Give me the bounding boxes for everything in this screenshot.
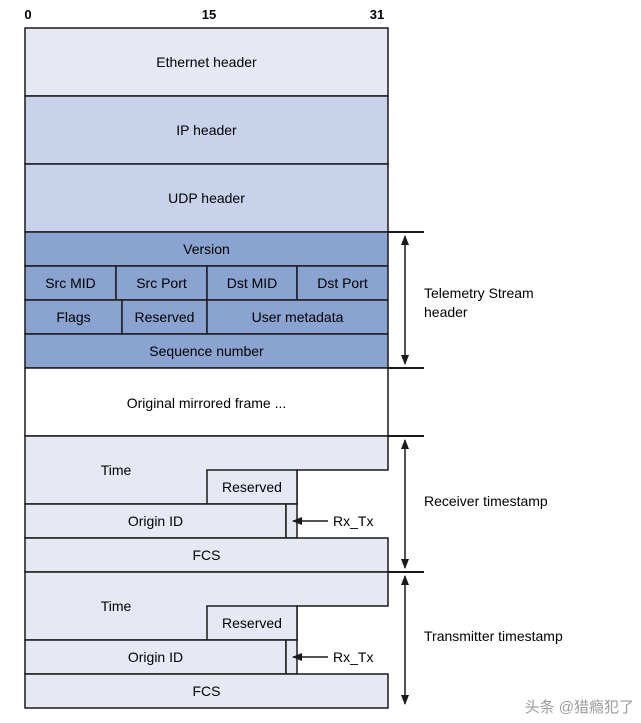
bit-label-0: 0	[24, 7, 31, 22]
transmitter-fcs-field	[24, 673, 389, 709]
dst-port-field	[296, 265, 389, 301]
dst-port-label: Dst Port	[317, 275, 368, 291]
user-metadata-field	[206, 299, 389, 335]
reserved-label: Reserved	[135, 309, 195, 325]
ethernet-header: Ethernet header	[24, 27, 389, 97]
transmitter-reserved-label: Reserved	[222, 615, 282, 631]
transmitter-reserved-field	[206, 605, 298, 641]
receiver-time-label: Time	[101, 462, 132, 478]
transmitter-timestamp-block: Time Reserved Origin ID FCS	[24, 571, 389, 709]
receiver-timestamp-annotation: Receiver timestamp	[424, 493, 548, 509]
original-mirrored-frame: Original mirrored frame ...	[24, 367, 389, 437]
ip-header-label: IP header	[176, 122, 237, 138]
transmitter-rx-tx-label: Rx_Tx	[333, 649, 373, 665]
bit-label-15: 15	[202, 7, 216, 22]
mirrored-frame-label: Original mirrored frame ...	[127, 395, 286, 411]
receiver-rx-tx-label: Rx_Tx	[333, 513, 373, 529]
transmitter-time-label: Time	[101, 598, 132, 614]
src-port-field	[115, 265, 208, 301]
src-port-label: Src Port	[136, 275, 187, 291]
ethernet-header-label: Ethernet header	[156, 54, 257, 70]
transmitter-origin-id-label: Origin ID	[128, 649, 183, 665]
transmitter-fcs-label: FCS	[193, 683, 221, 699]
telemetry-annotation-line2: header	[424, 304, 468, 320]
transmitter-timestamp-annotation: Transmitter timestamp	[424, 628, 563, 644]
udp-header-label: UDP header	[168, 190, 245, 206]
watermark-text: 头条 @猎瘾犯了	[525, 699, 634, 716]
receiver-fcs-label: FCS	[193, 547, 221, 563]
version-field	[24, 231, 389, 267]
sequence-number-field	[24, 333, 389, 369]
telemetry-header-bracket	[388, 231, 424, 369]
telemetry-annotation-line1: Telemetry Stream	[424, 285, 534, 301]
ip-header: IP header	[24, 95, 389, 165]
version-label: Version	[183, 241, 230, 257]
receiver-timestamp-bracket	[388, 435, 424, 573]
telemetry-stream-header: Version Src MID Src Port Dst MID Dst Por…	[24, 231, 389, 369]
flags-label: Flags	[56, 309, 90, 325]
receiver-timestamp-block: Time Reserved Origin ID FCS	[24, 435, 389, 573]
dst-mid-label: Dst MID	[227, 275, 278, 291]
receiver-origin-id-label: Origin ID	[128, 513, 183, 529]
receiver-fcs-field	[24, 537, 389, 573]
receiver-reserved-label: Reserved	[222, 479, 282, 495]
reserved-field	[121, 299, 208, 335]
src-mid-label: Src MID	[45, 275, 96, 291]
transmitter-timestamp-bracket	[388, 571, 424, 705]
receiver-reserved-field	[206, 469, 298, 505]
udp-header: UDP header	[24, 163, 389, 233]
bit-label-31: 31	[370, 7, 384, 22]
user-metadata-label: User metadata	[252, 309, 344, 325]
sequence-number-label: Sequence number	[149, 343, 264, 359]
receiver-origin-id-field	[24, 503, 287, 539]
